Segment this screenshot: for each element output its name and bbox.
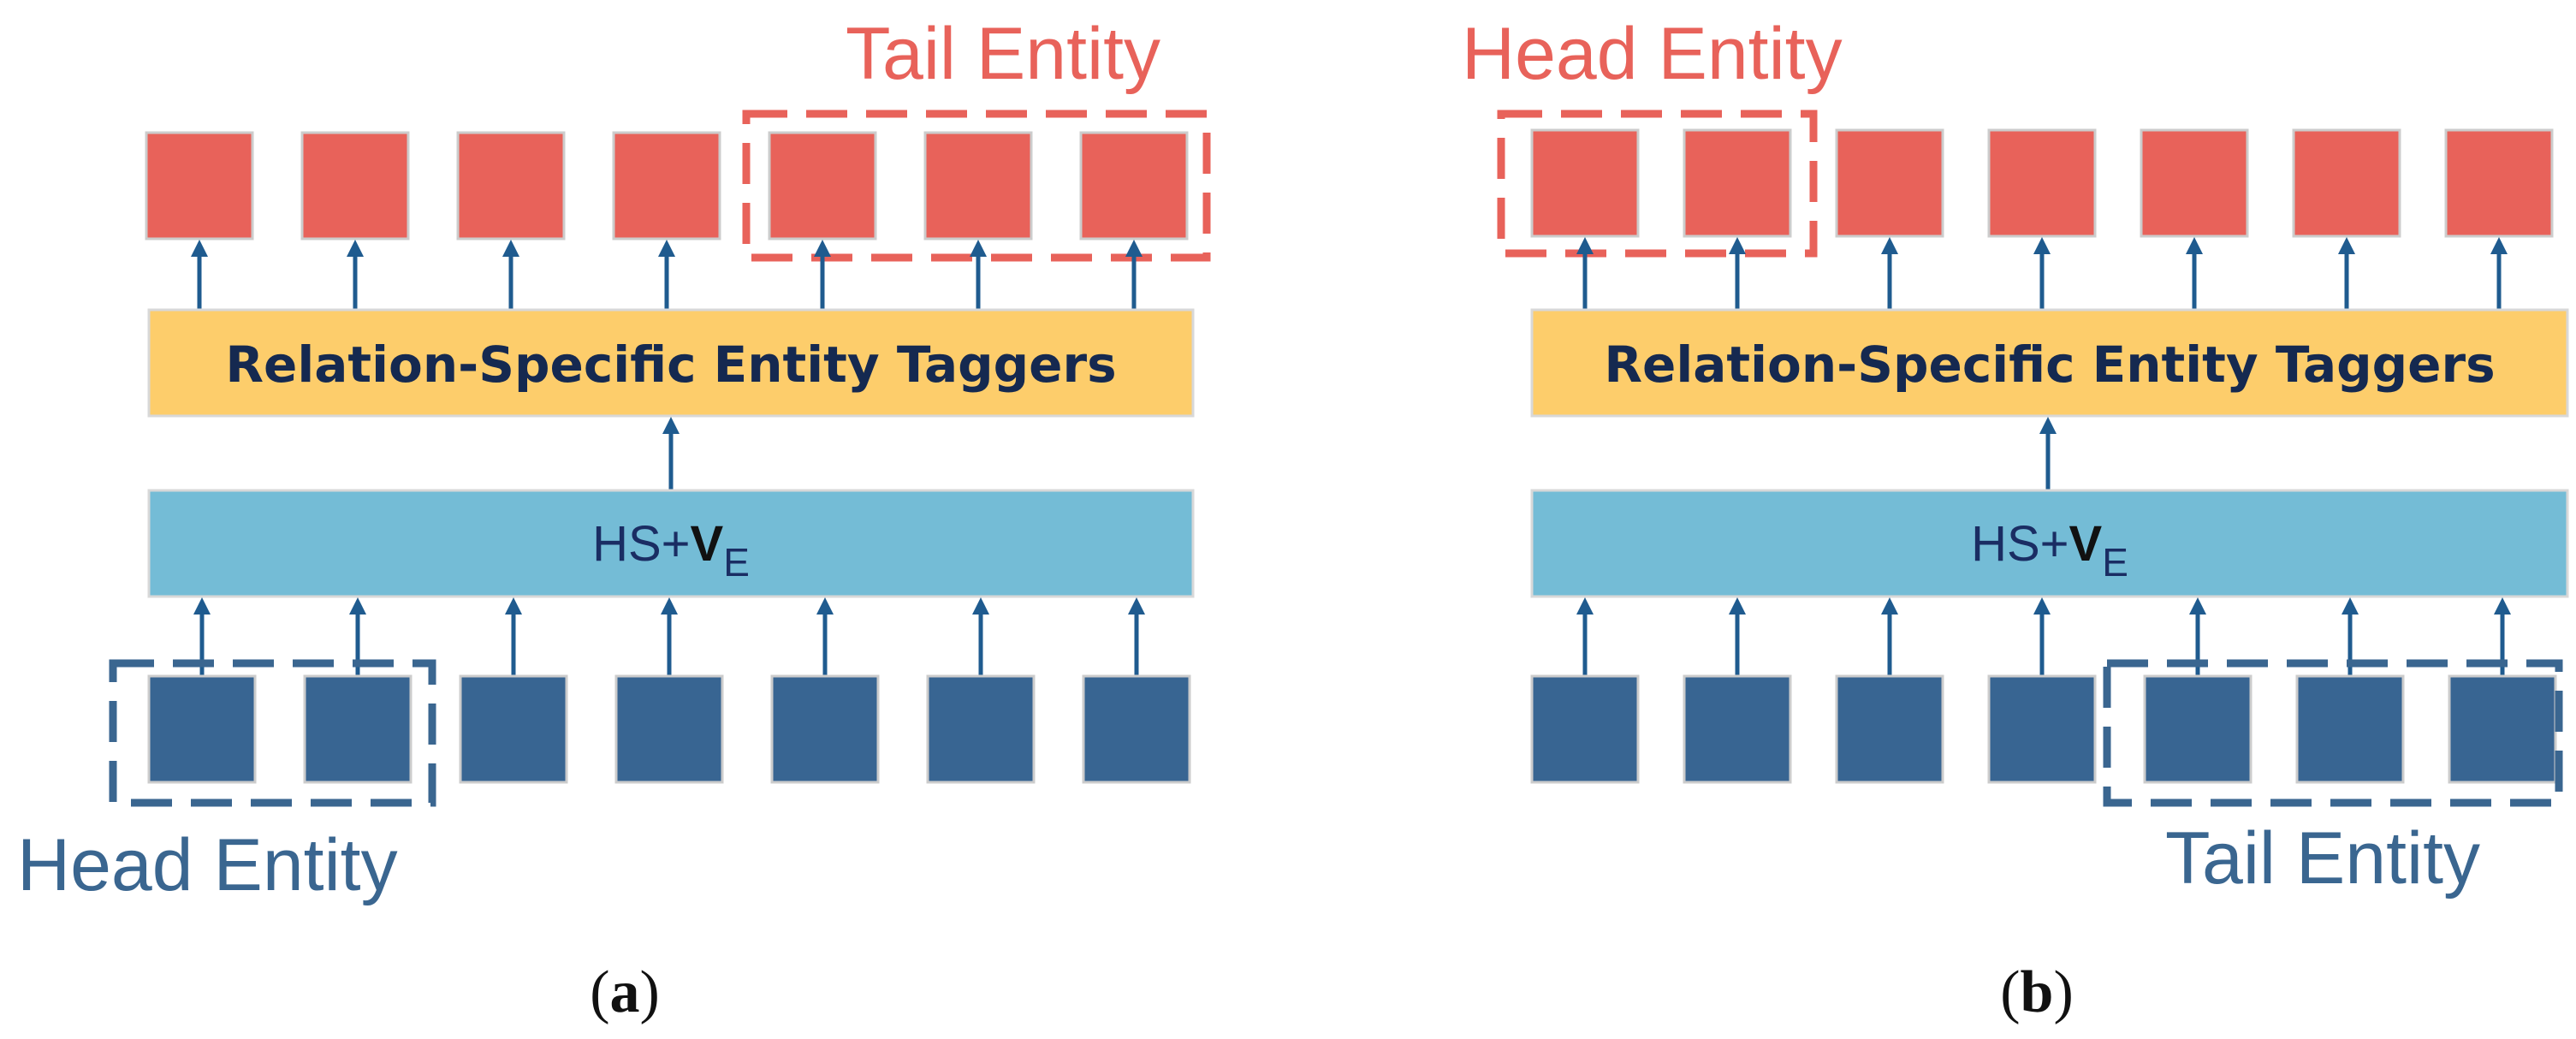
output-box bbox=[2292, 128, 2401, 238]
output-box bbox=[145, 131, 254, 240]
tagger-label-b: Relation-Specific Entity Taggers bbox=[1604, 335, 2495, 394]
input-box bbox=[2295, 674, 2405, 784]
output-box bbox=[300, 131, 410, 240]
input-box bbox=[614, 674, 724, 784]
caption-b: (b) bbox=[2000, 959, 2074, 1025]
input-box bbox=[303, 674, 413, 784]
hs-label-b: HS+VE bbox=[1971, 516, 2128, 585]
input-box bbox=[2448, 674, 2557, 784]
output-boxes-a bbox=[145, 131, 1189, 240]
hs-band-a bbox=[147, 489, 1195, 598]
tagger-band-b bbox=[1530, 308, 2569, 418]
input-box bbox=[926, 674, 1036, 784]
input-box bbox=[1683, 674, 1792, 784]
input-box bbox=[1987, 674, 2097, 784]
output-box bbox=[1530, 128, 1640, 238]
arrows-tagger-to-output-b bbox=[1576, 237, 2508, 310]
input-box bbox=[147, 674, 257, 784]
head-entity-highlight bbox=[109, 659, 436, 807]
tagger-band-a bbox=[147, 308, 1195, 418]
output-box bbox=[1079, 131, 1189, 240]
hs-label-a: HS+VE bbox=[592, 516, 750, 585]
panel-b: Head Entity Relation-Specific Entity Tag… bbox=[1462, 13, 2569, 1025]
panel-a: Tail Entity Relation-Specific Entity Tag… bbox=[17, 13, 1211, 1025]
caption-a: (a) bbox=[590, 959, 660, 1025]
tail-entity-label: Tail Entity bbox=[846, 13, 1160, 95]
input-box bbox=[2143, 674, 2253, 784]
tagger-label-a: Relation-Specific Entity Taggers bbox=[225, 335, 1116, 394]
output-box bbox=[1835, 128, 1944, 238]
arrows-input-to-hs-a bbox=[193, 597, 1145, 676]
output-boxes-b bbox=[1530, 128, 2554, 238]
output-box bbox=[612, 131, 721, 240]
hs-band-b bbox=[1530, 489, 2569, 598]
input-box bbox=[1835, 674, 1944, 784]
tail-entity-label: Tail Entity bbox=[2165, 817, 2480, 899]
input-boxes-a bbox=[147, 674, 1191, 784]
tail-entity-highlight bbox=[2103, 659, 2563, 807]
input-box bbox=[770, 674, 880, 784]
input-box bbox=[1530, 674, 1640, 784]
arrows-tagger-to-output-a bbox=[191, 240, 1143, 310]
input-box bbox=[1082, 674, 1191, 784]
head-entity-label: Head Entity bbox=[1462, 13, 1843, 95]
head-entity-label: Head Entity bbox=[17, 824, 398, 906]
output-box bbox=[2140, 128, 2249, 238]
output-box bbox=[768, 131, 877, 240]
output-box bbox=[2444, 128, 2554, 238]
output-box bbox=[1683, 128, 1792, 238]
head-entity-highlight bbox=[1497, 110, 1818, 258]
output-box bbox=[923, 131, 1033, 240]
input-boxes-b bbox=[1530, 674, 2557, 784]
output-box bbox=[1987, 128, 2097, 238]
output-box bbox=[456, 131, 566, 240]
input-box bbox=[459, 674, 568, 784]
